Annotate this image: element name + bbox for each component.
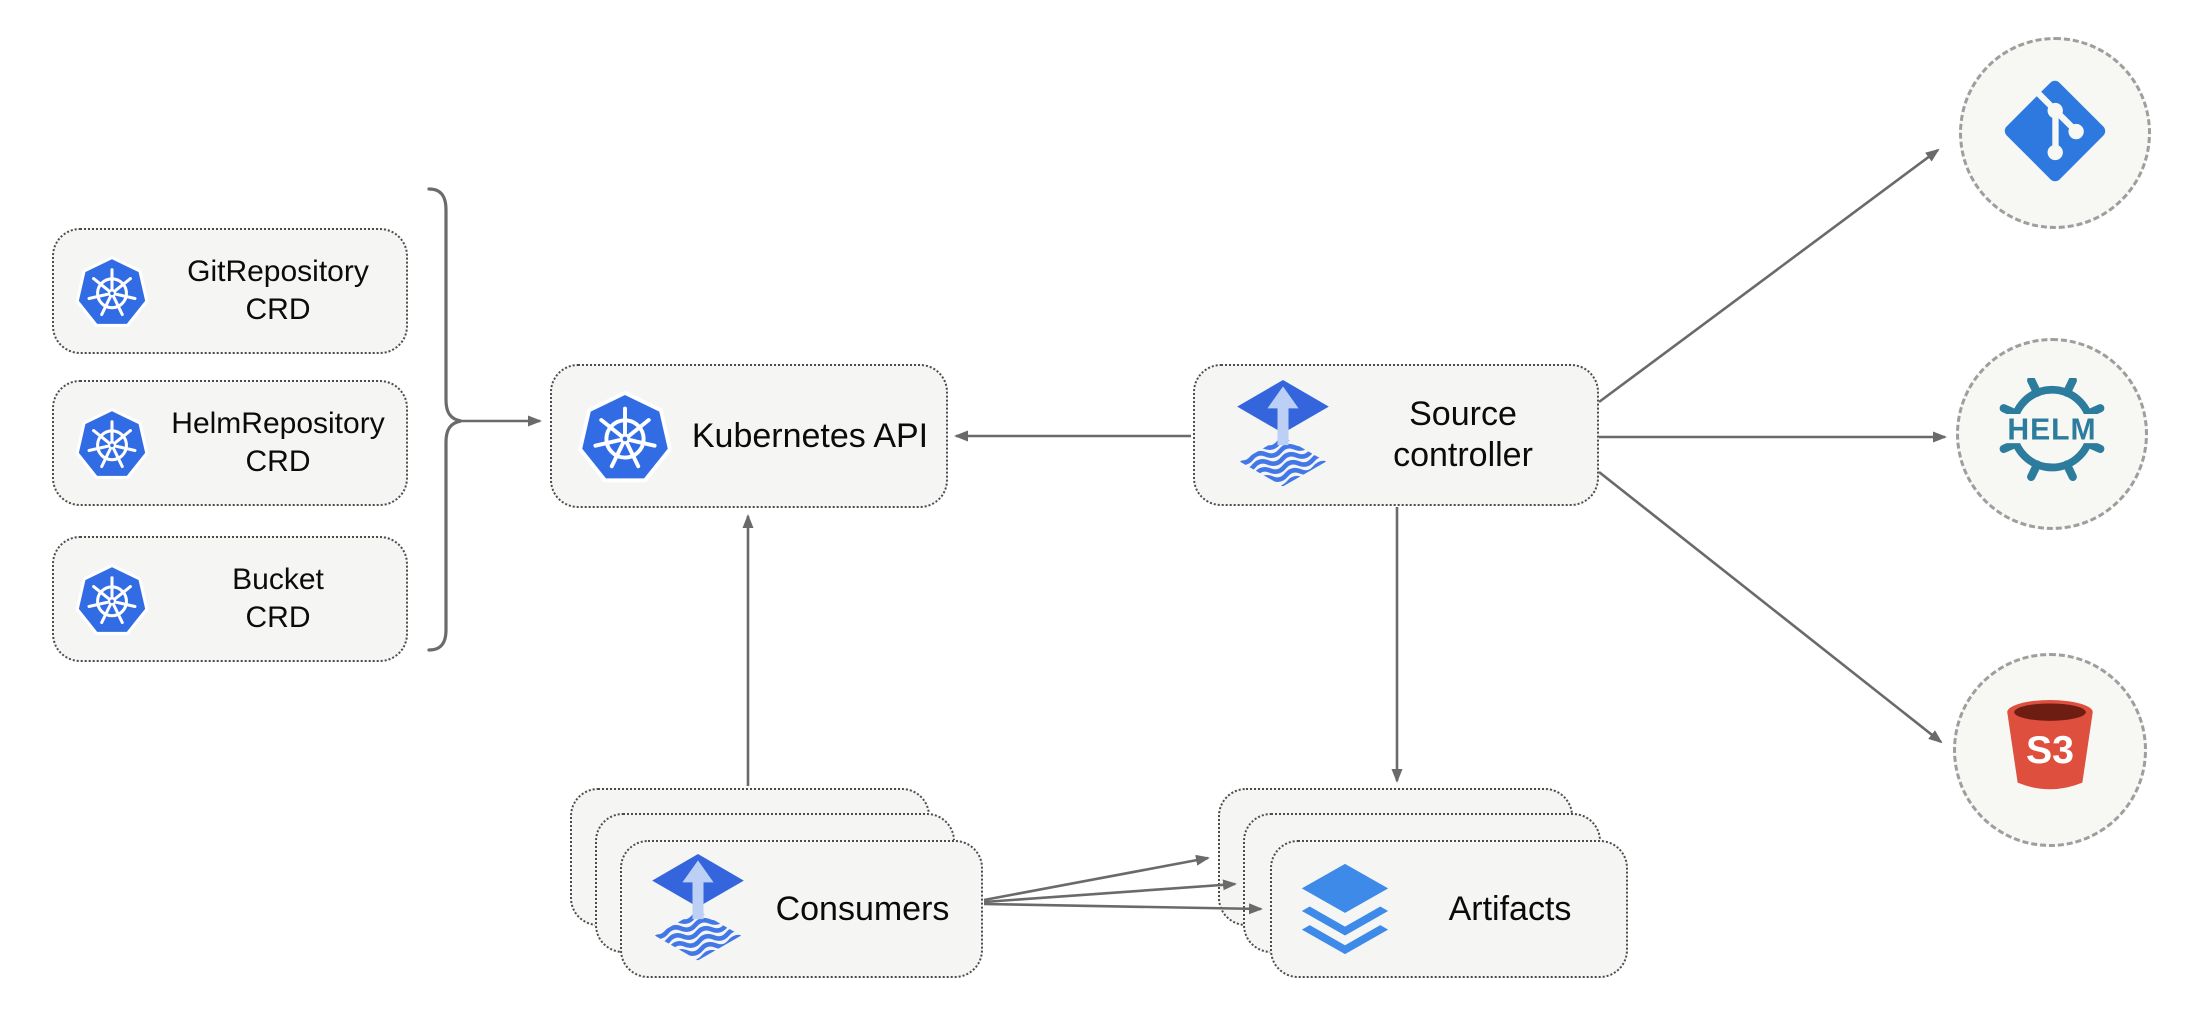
arrow-source-to-s3 xyxy=(1598,470,1943,744)
node-label: HelmRepository CRD xyxy=(171,407,385,478)
kubernetes-icon xyxy=(74,253,150,329)
node-label: Bucket CRD xyxy=(232,563,324,634)
node-helmrepository-crd: HelmRepository CRD xyxy=(52,380,408,506)
node-source-controller: Source controller xyxy=(1193,364,1599,506)
node-bucket-crd: Bucket CRD xyxy=(52,536,408,662)
node-label: GitRepository CRD xyxy=(187,255,369,326)
s3-bucket-icon: S3 xyxy=(1998,696,2102,805)
node-label: Source controller xyxy=(1393,395,1533,474)
helm-icon: HELM xyxy=(1984,376,2120,490)
kubernetes-icon xyxy=(74,405,150,481)
flux-icon xyxy=(1237,380,1329,490)
node-label: Kubernetes API xyxy=(691,416,929,455)
flux-icon xyxy=(652,854,744,964)
circle-helm-source: HELM xyxy=(1956,338,2148,530)
circle-git-source xyxy=(1959,37,2151,229)
node-label: Consumers xyxy=(775,889,950,928)
helm-logo-text: HELM xyxy=(2007,413,2096,446)
node-kubernetes-api: Kubernetes API xyxy=(550,364,948,508)
kubernetes-icon xyxy=(74,561,150,637)
s3-logo-text: S3 xyxy=(2026,728,2074,772)
crd-group-brace xyxy=(427,187,462,652)
layers-icon xyxy=(1296,860,1394,958)
arrow-source-to-git xyxy=(1598,148,1940,404)
git-icon xyxy=(2002,78,2108,189)
node-artifacts: Artifacts xyxy=(1270,840,1628,978)
node-consumers: Consumers xyxy=(620,840,983,978)
circle-s3-source: S3 xyxy=(1953,653,2147,847)
node-label: Artifacts xyxy=(1448,889,1572,928)
arrow-consumers-to-artifacts-2 xyxy=(983,879,1237,904)
kubernetes-icon xyxy=(576,387,674,485)
node-gitrepository-crd: GitRepository CRD xyxy=(52,228,408,354)
arrow-consumers-to-artifacts-1 xyxy=(983,854,1210,902)
